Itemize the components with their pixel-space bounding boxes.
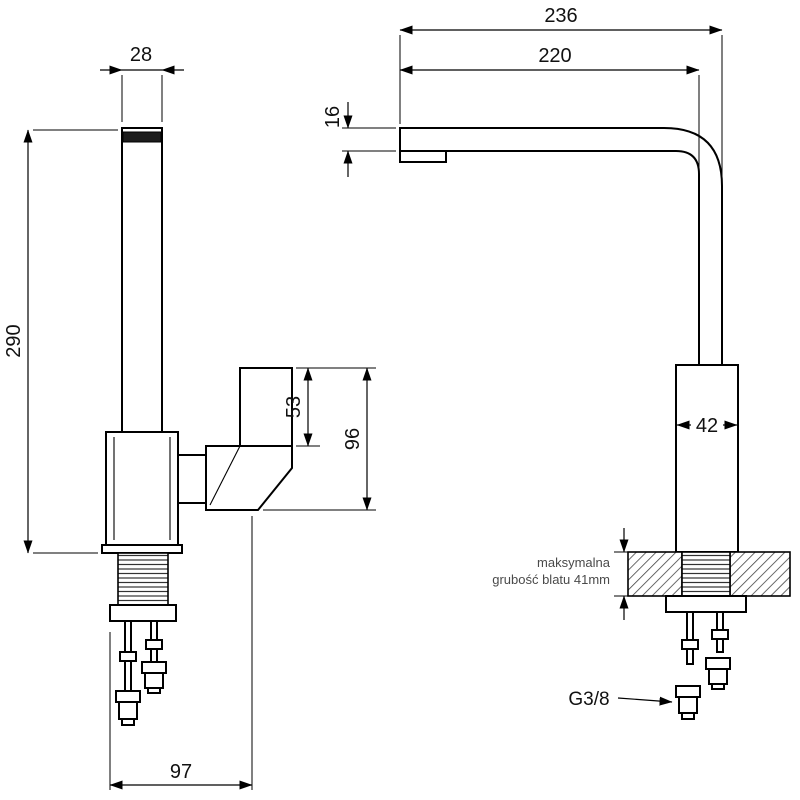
front-view-faucet-outline (399, 127, 739, 553)
front-aerator (399, 150, 447, 163)
side-view-faucet-outline (101, 127, 293, 554)
dim-label-base-depth: 97 (170, 761, 192, 783)
side-handle-lever (239, 367, 293, 447)
counter-note-line1: maksymalna (537, 555, 611, 570)
dim-label-spout-height: 16 (322, 106, 344, 128)
side-base-plate (101, 544, 183, 554)
front-mounting-nut (665, 595, 747, 613)
front-hose-fitting-left (675, 685, 701, 698)
dim-reach-total: 236 (399, 5, 723, 183)
thread-label: G3/8 (568, 689, 609, 710)
dim-label-body-width: 42 (696, 415, 718, 437)
front-spout (399, 127, 723, 366)
side-hose-fitting-left (115, 690, 141, 703)
dim-body-width: 42 (676, 415, 738, 437)
dim-total-height: 290 (3, 129, 118, 554)
dim-label-reach-total: 236 (544, 5, 577, 27)
dim-base-depth: 97 (109, 516, 253, 790)
side-mounting-nut (109, 604, 177, 622)
front-stud-left (686, 611, 694, 665)
side-handle-connector (177, 454, 207, 504)
dim-label-handle-height: 96 (342, 428, 364, 450)
counter-note-line2: grubość blatu 41mm (492, 572, 610, 587)
dim-label-handle-top-offset: 53 (283, 396, 305, 418)
countertop-thickness-note: maksymalna grubość blatu 41mm (492, 528, 630, 620)
side-hose-fitting-right (141, 661, 167, 674)
dim-label-top-width: 28 (130, 44, 152, 66)
dim-label-reach: 220 (538, 45, 571, 67)
dim-top-width: 28 (100, 44, 184, 122)
side-handle-base (205, 445, 293, 511)
countertop-left (627, 551, 683, 597)
front-body (675, 364, 739, 553)
dim-reach: 220 (399, 45, 700, 170)
dim-label-total-height: 290 (3, 324, 25, 357)
side-body (105, 431, 179, 546)
front-view: 236 220 16 42 maksymalna (322, 5, 791, 720)
side-spout-cap (122, 131, 162, 143)
front-threaded-shank (681, 551, 731, 597)
side-threaded-shank (117, 552, 169, 606)
front-hex-nut-right (711, 629, 729, 640)
side-hex-nut-left (119, 651, 137, 662)
dim-handle-height: 96 (263, 367, 376, 511)
countertop-right (729, 551, 791, 597)
dim-spout-height: 16 (322, 102, 396, 177)
thread-callout: G3/8 (568, 689, 673, 710)
side-view: 28 290 53 96 97 (3, 44, 376, 790)
front-hose-fitting-right (705, 657, 731, 670)
side-view-mounting-hardware (109, 552, 177, 726)
side-spout (121, 127, 163, 433)
countertop-section (627, 551, 791, 597)
side-hex-nut-right (145, 639, 163, 650)
front-hex-nut-left (681, 639, 699, 650)
front-view-mounting-hardware (665, 595, 747, 720)
